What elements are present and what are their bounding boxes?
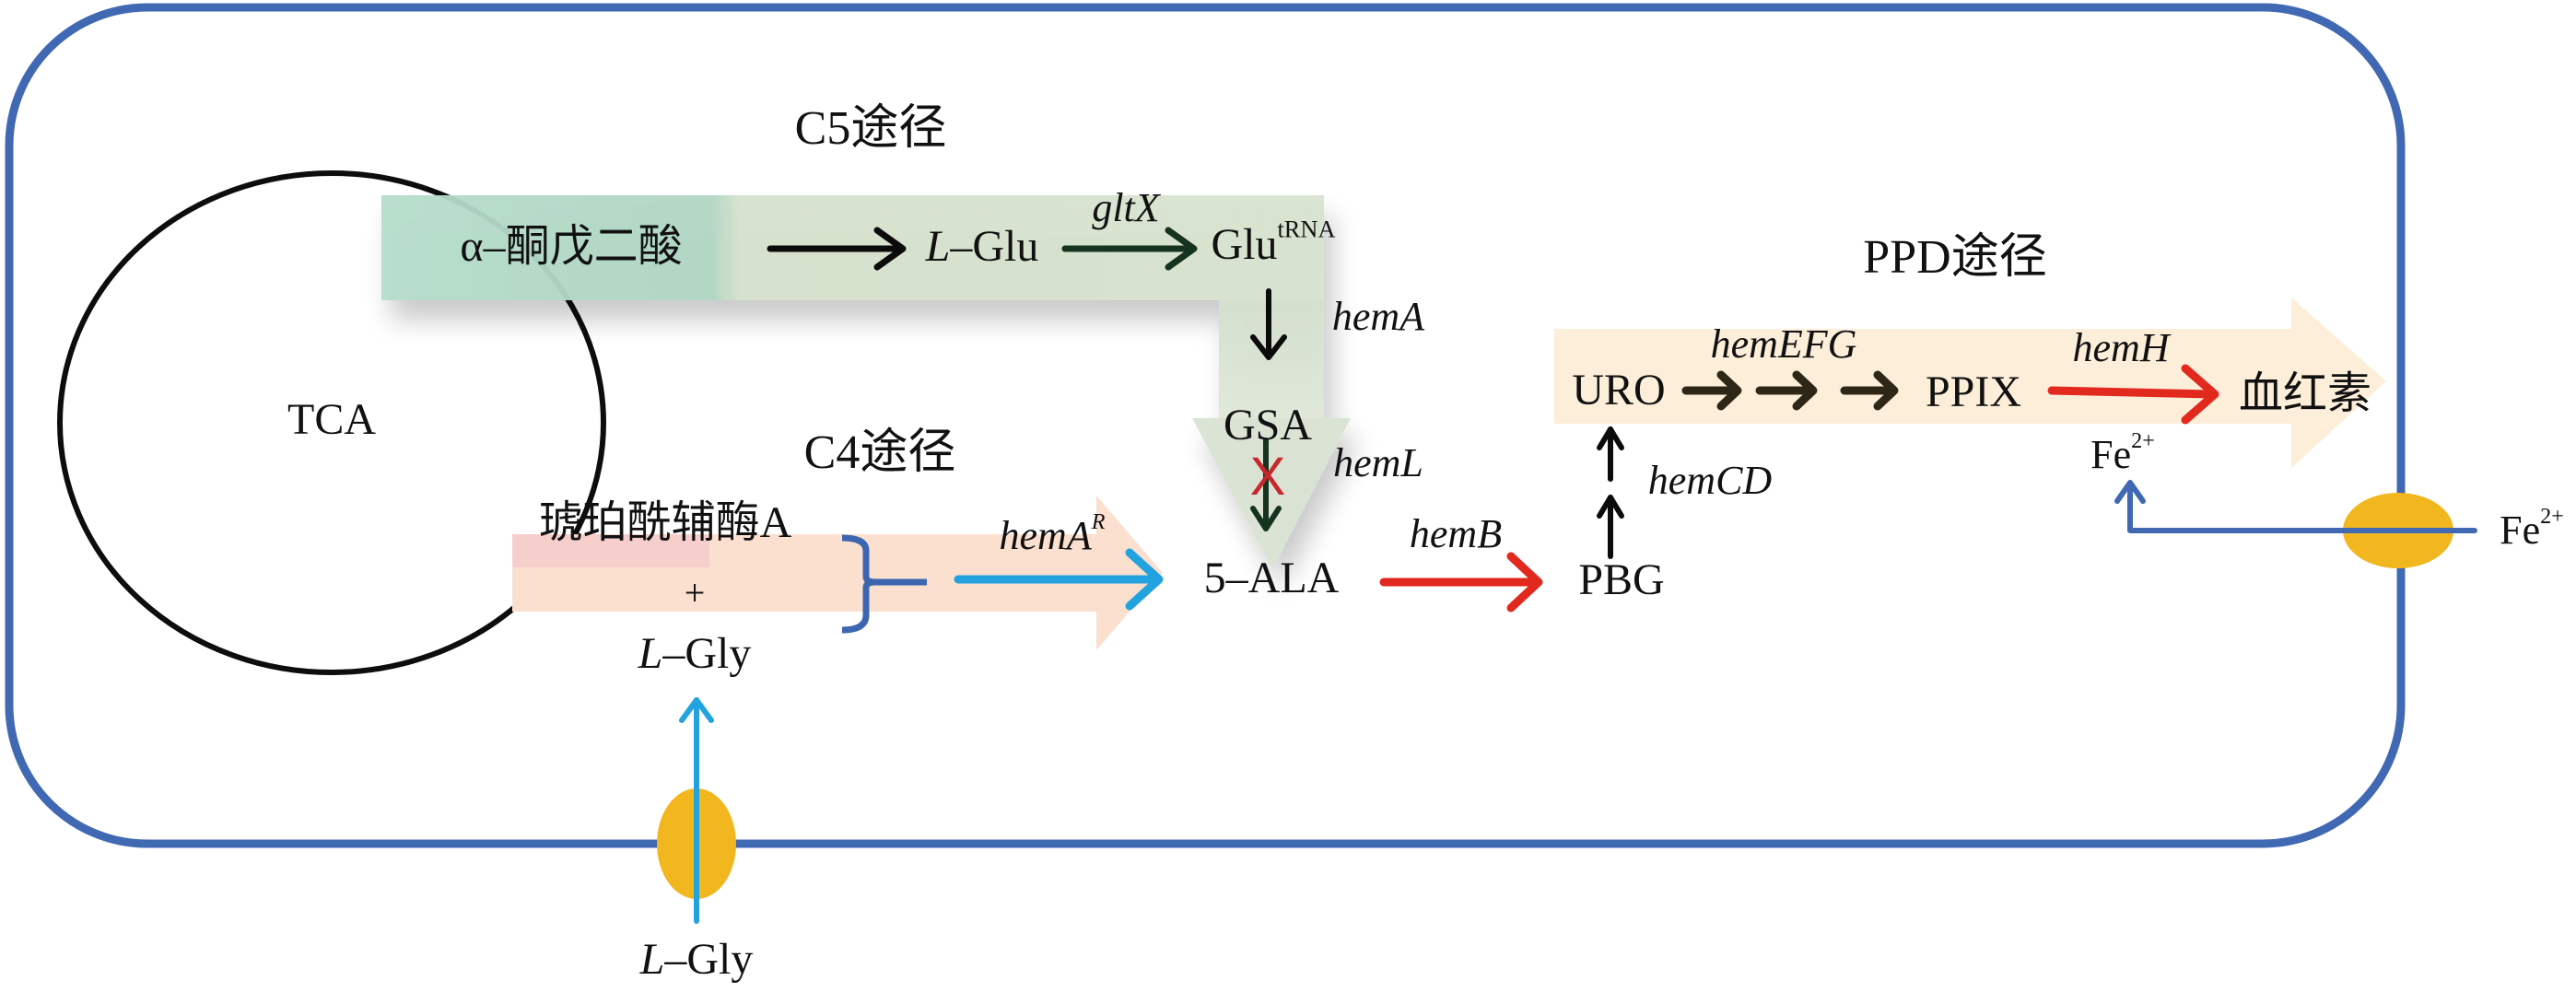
ppd-pathway-band bbox=[1554, 298, 2386, 468]
gly-import-arrow bbox=[679, 697, 714, 924]
hemar-sup: R bbox=[1091, 509, 1106, 535]
tca-label: TCA bbox=[287, 395, 376, 444]
fe-sup: 2+ bbox=[2131, 428, 2155, 454]
gene-hemcd: hemCD bbox=[1647, 458, 1773, 503]
arrow-hemefg bbox=[1681, 370, 1899, 411]
plus-sign: + bbox=[684, 572, 706, 613]
cell-membrane bbox=[5, 3, 2406, 848]
l-gly-label: L–Gly bbox=[638, 632, 752, 676]
arrow-hemh bbox=[2047, 364, 2219, 425]
arrow-hemar bbox=[954, 548, 1164, 611]
hemar-base: hemA bbox=[999, 513, 1092, 558]
gene-hemefg: hemEFG bbox=[1710, 321, 1857, 367]
arrow-hemb bbox=[1379, 552, 1543, 613]
tca-cycle-ring bbox=[57, 170, 606, 675]
l-gly-rest: –Gly bbox=[662, 629, 752, 678]
external-fe-label: Fe2+ bbox=[2500, 506, 2564, 553]
c4-pathway-title: C4途径 bbox=[803, 426, 956, 479]
gene-heml: hemL bbox=[1333, 440, 1423, 485]
l-glu-label: L–Glu bbox=[926, 225, 1039, 269]
arrow-hemcd bbox=[1597, 426, 1624, 559]
gene-gltx: gltX bbox=[1092, 185, 1160, 230]
gene-hemb: hemB bbox=[1409, 511, 1503, 556]
gene-hema: hemA bbox=[1331, 294, 1425, 339]
heme-label: 血红素 bbox=[2238, 369, 2372, 418]
heml-knockout-mark: X bbox=[1249, 447, 1286, 507]
ext-fe-sup: 2+ bbox=[2540, 504, 2564, 530]
substrate-bracket bbox=[841, 534, 927, 634]
5-ala-label: 5–ALA bbox=[1203, 554, 1340, 602]
fe-base: Fe bbox=[2090, 432, 2132, 477]
ext-gly-prefix: L bbox=[639, 935, 665, 984]
arrow-glu-to-glutrna bbox=[1061, 227, 1198, 271]
uro-label: URO bbox=[1572, 366, 1666, 414]
arrow-gsa-to-ala bbox=[1250, 438, 1282, 531]
l-glu-prefix: L bbox=[925, 222, 951, 271]
gene-hemh: hemH bbox=[2072, 325, 2170, 370]
l-gly-prefix: L bbox=[638, 629, 663, 678]
pbg-label: PBG bbox=[1578, 555, 1665, 604]
ppd-pathway-title: PPD途径 bbox=[1863, 231, 2047, 284]
c5-pathway-title: C5途径 bbox=[794, 102, 947, 155]
ext-fe-base: Fe bbox=[2500, 508, 2541, 553]
arrow-glutrna-to-gsa bbox=[1250, 288, 1287, 360]
external-l-gly-label: L–Gly bbox=[640, 938, 754, 982]
alpha-ketoglutarate-label: α–酮戊二酸 bbox=[460, 222, 683, 271]
glu-trna-base: Glu bbox=[1211, 220, 1278, 269]
glu-trna-label: GlutRNA bbox=[1211, 216, 1335, 269]
gsa-label: GSA bbox=[1223, 401, 1313, 449]
ext-gly-rest: –Gly bbox=[664, 935, 754, 984]
gene-hemar: hemAR bbox=[999, 511, 1106, 558]
succinyl-coa-label: 琥珀酰辅酶A bbox=[538, 498, 792, 547]
c4-pathway-band bbox=[512, 496, 1163, 650]
glu-trna-sup: tRNA bbox=[1277, 215, 1336, 243]
ppix-label: PPIX bbox=[1925, 368, 2022, 416]
arrow-akg-to-glu bbox=[767, 227, 907, 271]
l-glu-rest: –Glu bbox=[950, 222, 1039, 271]
fe-internal-label: Fe2+ bbox=[2090, 430, 2155, 477]
